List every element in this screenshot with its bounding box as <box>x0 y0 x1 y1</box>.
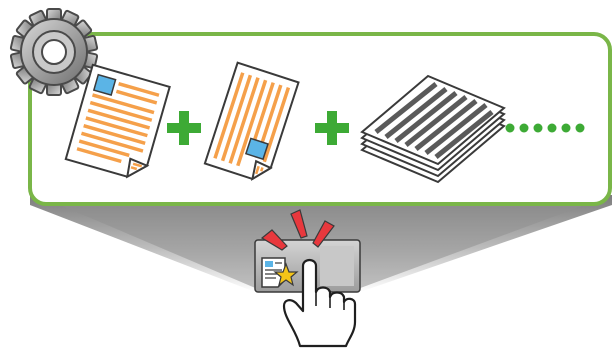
gear-icon <box>11 9 98 95</box>
ellipsis-dot <box>506 124 515 133</box>
ellipsis-dot <box>548 124 557 133</box>
ellipsis-dot <box>520 124 529 133</box>
ellipsis-dot <box>576 124 585 133</box>
ellipsis-dot <box>562 124 571 133</box>
ellipsis-dot <box>534 124 543 133</box>
